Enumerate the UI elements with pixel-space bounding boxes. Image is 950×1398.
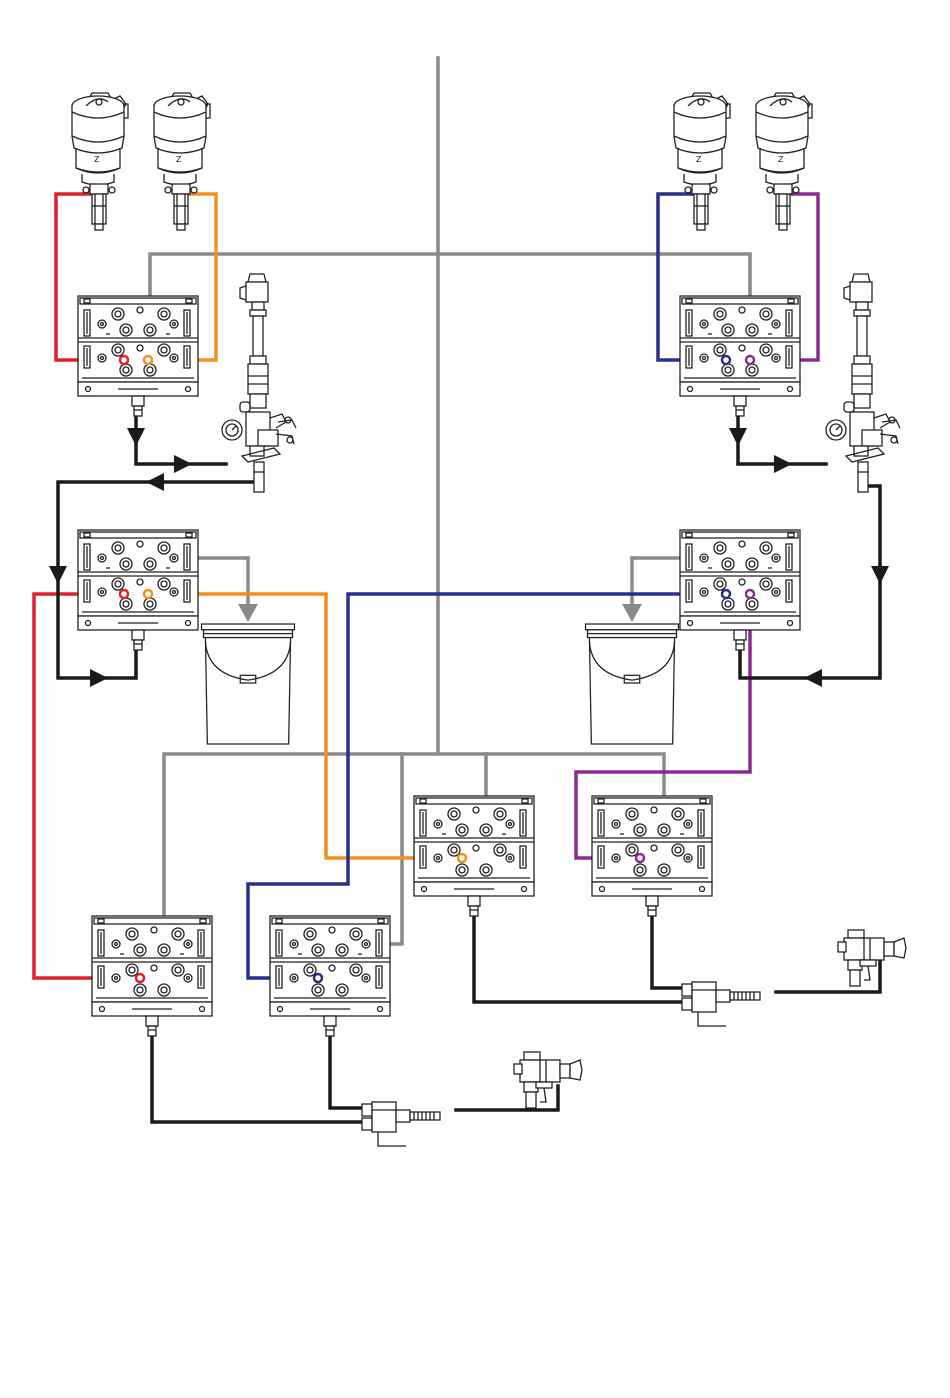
arrow-right-loop-down: [871, 566, 889, 584]
spray-gun-icon: [838, 930, 906, 986]
arrow-left-down: [127, 428, 145, 446]
left-pump-outlet: [136, 410, 226, 464]
right-pump-outlet: [738, 410, 826, 464]
feed-pump-icon: [72, 93, 128, 230]
transfer-pump-icon: [222, 274, 296, 492]
mix-block-icon: [682, 982, 760, 1026]
manifold-icon: [680, 530, 800, 650]
gun1-mix-hoses: [152, 1028, 372, 1122]
arrow-right-right: [774, 455, 792, 473]
arrow-left-loop-left: [146, 473, 164, 491]
manifold-icon: [92, 916, 212, 1036]
air-arrow-left-pail: [238, 604, 258, 622]
manifold-icon: [78, 530, 198, 650]
air-arrow-right-pail: [622, 604, 642, 622]
manifold-icon: [680, 296, 800, 416]
feed-pump-icon: [154, 93, 210, 230]
feed-pump-icon: [674, 93, 730, 230]
manifold-icon: [270, 916, 390, 1036]
pail-icon: [202, 624, 295, 744]
transfer-pump-icon: [826, 274, 900, 492]
air-arrows: [238, 604, 642, 622]
mix-block-icon: [362, 1102, 440, 1146]
manifold-icon: [78, 296, 198, 416]
spray-gun-icon: [514, 1052, 582, 1108]
gun2-mix-hoses: [474, 906, 688, 1002]
arrow-right-loop-left: [804, 669, 822, 687]
arrow-right-down: [729, 428, 747, 446]
manifold-icon: [414, 796, 534, 916]
manifold-icon: [592, 796, 712, 916]
arrow-left-right: [174, 455, 192, 473]
gun1-whip: [456, 1086, 558, 1110]
feed-pump-icon: [756, 93, 812, 230]
pail-icon: [586, 624, 679, 744]
arrow-left-loop-down: [49, 566, 67, 584]
arrow-left-loop-right: [90, 669, 108, 687]
